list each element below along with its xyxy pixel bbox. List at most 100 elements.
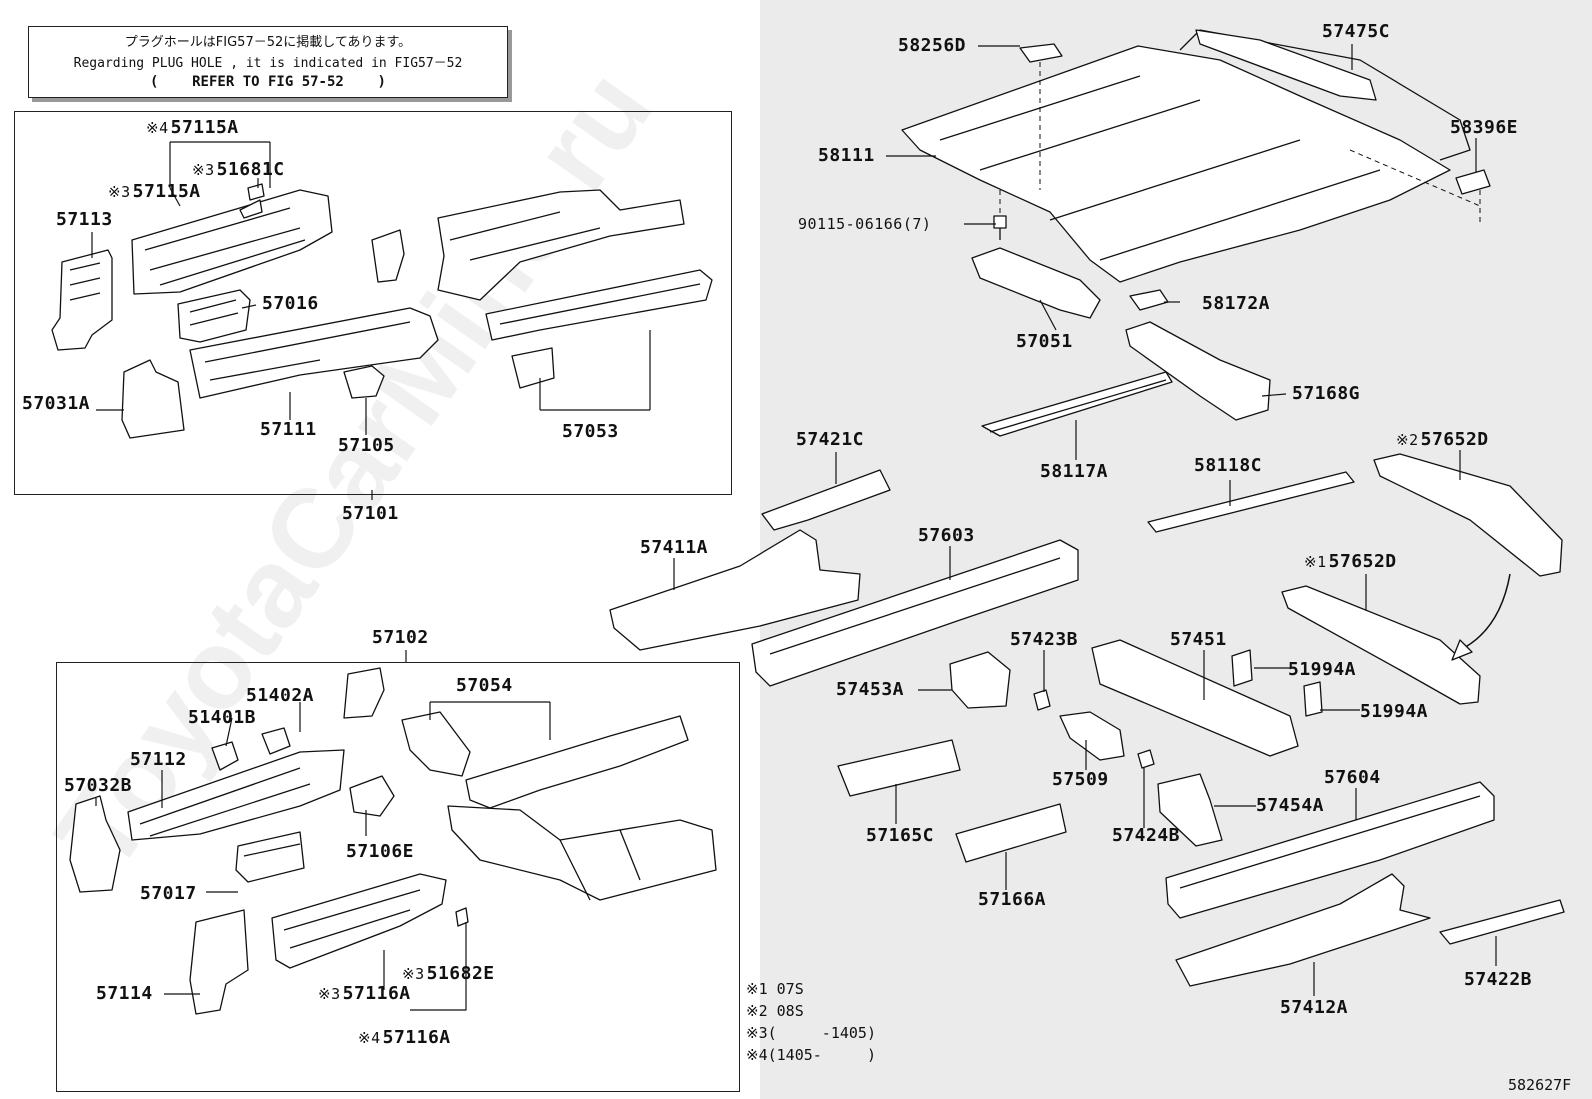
part-57424B-drawing: [1137, 749, 1155, 769]
label-51402A: 51402A: [246, 685, 315, 706]
label-57453A: 57453A: [836, 679, 905, 700]
part-57453A-drawing: [949, 651, 1011, 709]
part-58118C-drawing: [1147, 471, 1355, 533]
part-57451-drawing: [1091, 639, 1299, 757]
mark-1: ※1: [1304, 553, 1327, 571]
mark-3: ※3: [318, 985, 341, 1003]
part-51994A-2-drawing: [1303, 681, 1323, 717]
part-57053-drawing: [437, 189, 713, 389]
label-57603: 57603: [918, 525, 975, 546]
footnote-4: ※4(1405- ): [746, 1046, 876, 1064]
part-bracket-57101-drawing: [371, 229, 405, 283]
part-number: 57652D: [1328, 551, 1397, 572]
mark-3: ※3: [402, 965, 425, 983]
part-58111-drawing: [901, 29, 1471, 283]
mark-2: ※2: [1396, 431, 1419, 449]
part-57423B-drawing: [1033, 689, 1051, 711]
label-57412A: 57412A: [1280, 997, 1349, 1018]
label-57051: 57051: [1016, 331, 1073, 352]
part-57114-drawing: [189, 909, 249, 1015]
mark-3: ※3: [192, 161, 215, 179]
part-57105-drawing: [343, 365, 385, 399]
label-57031A: 57031A: [22, 393, 91, 414]
label-58256D: 58256D: [898, 35, 967, 56]
part-number: 57116A: [342, 983, 411, 1004]
plug-note-english: Regarding PLUG HOLE , it is indicated in…: [73, 56, 463, 71]
part-number: 51682E: [426, 963, 495, 984]
part-57165C-drawing: [837, 739, 961, 797]
label-58396E: 58396E: [1450, 117, 1519, 138]
mark-4: ※4: [146, 119, 169, 137]
part-number: 57115A: [170, 117, 239, 138]
label-57102: 57102: [372, 627, 429, 648]
arrow-line: [1459, 573, 1511, 651]
dashed-guide-lines: [999, 62, 1481, 226]
label-57168G: 57168G: [1292, 383, 1361, 404]
part-number: 57652D: [1420, 429, 1489, 450]
label-57053: 57053: [562, 421, 619, 442]
part-number: 57115A: [132, 181, 201, 202]
footnote-1: ※1 07S: [746, 980, 804, 998]
label-58117A: 58117A: [1040, 461, 1109, 482]
part-57051-drawing: [971, 247, 1101, 319]
part-57421C-drawing: [761, 469, 891, 531]
label-57101: 57101: [342, 503, 399, 524]
label-57509: 57509: [1052, 769, 1109, 790]
part-57475C-drawing: [1195, 29, 1377, 101]
part-51401B-drawing: [211, 727, 291, 771]
label-57106E: 57106E: [346, 841, 415, 862]
label-57166A: 57166A: [978, 889, 1047, 910]
label-57016: 57016: [262, 293, 319, 314]
footnotes: ※1 07S※2 08S※3( -1405)※4(1405- ): [746, 978, 876, 1066]
label-57475C: 57475C: [1322, 21, 1391, 42]
leader-lines: [91, 44, 1497, 1011]
mark-4: ※4: [358, 1029, 381, 1047]
label-57451: 57451: [1170, 629, 1227, 650]
part-57454A-drawing: [1157, 773, 1223, 847]
front-side-member-rh-group-box: [56, 662, 740, 1092]
arrow-head: [1451, 639, 1473, 661]
label-58172A: 58172A: [1202, 293, 1271, 314]
label-57017: 57017: [140, 883, 197, 904]
label-57054: 57054: [456, 675, 513, 696]
part-57054-drawing: [401, 711, 717, 901]
footnote-3: ※3( -1405): [746, 1024, 876, 1042]
part-57509-drawing: [1059, 711, 1125, 761]
part-51402A-drawing: [343, 667, 385, 719]
part-57017-drawing: [235, 831, 305, 883]
plug-note-reference: ( REFER TO FIG 57-52 ): [149, 74, 386, 90]
label-57032B: 57032B: [64, 775, 133, 796]
part-57106E-drawing: [349, 775, 395, 817]
part-57603-drawing: [751, 539, 1079, 687]
label-51401B: 51401B: [188, 707, 257, 728]
part-57115A-drawing: [131, 189, 333, 295]
label-57411A: 57411A: [640, 537, 709, 558]
part-57032B-drawing: [69, 795, 121, 893]
part-58256D-drawing: [1019, 43, 1063, 63]
label-57114: 57114: [96, 983, 153, 1004]
part-58172A-drawing: [1129, 289, 1169, 311]
label-57423B: 57423B: [1010, 629, 1079, 650]
label-58118C: 58118C: [1194, 455, 1263, 476]
label-57454A: 57454A: [1256, 795, 1325, 816]
label-51994A-1: 51994A: [1288, 659, 1357, 680]
part-58396E-drawing: [1455, 169, 1491, 195]
part-57166A-drawing: [955, 803, 1067, 863]
label-57424B: 57424B: [1112, 825, 1181, 846]
label-90115-06166: 90115-06166(7): [798, 215, 932, 233]
part-57412A-drawing: [1175, 873, 1431, 987]
part-57116A-drawing: [271, 873, 447, 969]
label-51994A-2: 51994A: [1360, 701, 1429, 722]
part-57652D-upper-drawing: [1373, 453, 1563, 577]
part-51681C-drawing: [247, 183, 265, 201]
label-57422B: 57422B: [1464, 969, 1533, 990]
front-side-member-group-box: [14, 111, 732, 495]
